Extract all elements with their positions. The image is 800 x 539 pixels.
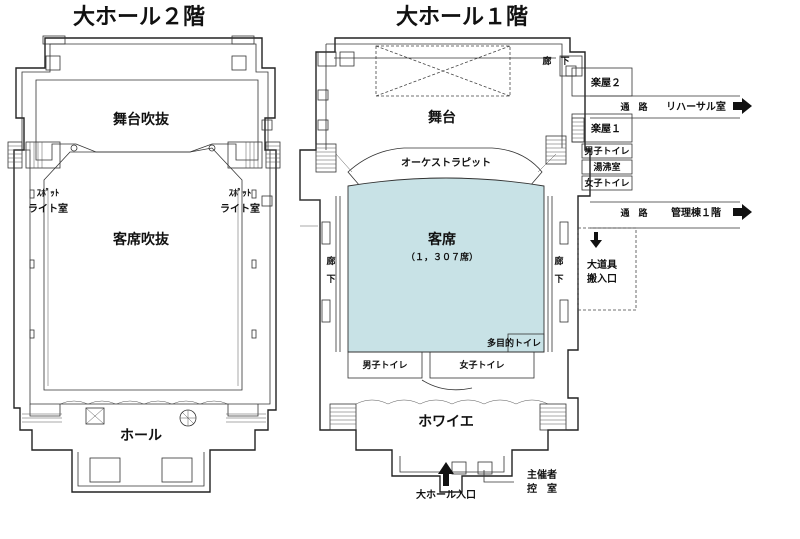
floor1-multi-toilet-label: 多目的トイレ: [487, 337, 541, 349]
floor1-rehearsal-room: リハーサル室: [666, 100, 726, 113]
floor2-spot-left-line1: ｽﾎﾟｯﾄ: [37, 187, 60, 199]
floor1-seat-count: （１，３０７席）: [406, 251, 478, 263]
floor1-dressing-2-label: 楽屋２: [590, 76, 621, 89]
floor2-spot-left-line2: ライト室: [28, 202, 68, 215]
floor2-stairs-bottom: [22, 413, 266, 423]
rehearsal-arrow: [733, 98, 752, 114]
floor2-spot-right-line2: ライト室: [220, 202, 260, 215]
floor1-womens-toilet-label: 女子トイレ: [459, 359, 504, 371]
props-entrance-arrow: [590, 232, 602, 248]
floor1-stairs-foyer-left: [329, 403, 357, 431]
floor2-seat-void-label: 客席吹抜: [112, 231, 170, 248]
floor1-corridor-top: 廊 下: [542, 55, 569, 67]
floor2-top-block-left: [42, 35, 66, 45]
floor2-top-block-right: [231, 35, 255, 45]
floor1-stairs-backstage: [571, 117, 585, 143]
floor2-pillar-tl: [45, 55, 61, 71]
floor1-title: 大ホール１階: [396, 4, 528, 30]
floor1-props-entrance-1: 大道具: [587, 258, 617, 271]
floor2-hall-label: ホール: [120, 428, 162, 444]
floor1-entrance-label: 大ホール入口: [416, 488, 476, 501]
floor1-passage-admin: 通 路: [620, 207, 648, 219]
floor1-admin-building: 管理棟１階: [671, 206, 721, 219]
floor1-props-entrance-2: 搬入口: [587, 272, 617, 285]
floor1-seating-area: [347, 177, 545, 353]
floor2-elevator: [85, 407, 105, 425]
floor1-stairs-right: [545, 135, 567, 165]
floor1-corridor-right-2: 下: [554, 274, 563, 285]
floor1-mens-toilet: [347, 351, 423, 379]
floor1-mens-toilet-label: 男子トイレ: [362, 360, 407, 371]
floor2-plan: 大ホール２階: [7, 4, 281, 493]
floor1-orchestra-pit-label: オーケストラピット: [401, 157, 491, 169]
floor1-stairs-left: [315, 143, 337, 173]
entrance-arrow: [438, 462, 454, 486]
floor1-passage-rehearsal: 通 路: [620, 101, 648, 113]
floor2-title: 大ホール２階: [73, 4, 205, 30]
floor1-corridor-left-2: 下: [326, 274, 335, 285]
floor2-side-columns: [29, 119, 273, 339]
admin-arrow: [733, 204, 752, 220]
floor1-corridor-right-1: 廊: [554, 255, 563, 267]
floor1-organizer-room-1: 主催者: [527, 468, 557, 481]
floor1-stage-lift: [375, 45, 511, 97]
floor2-seat-void-outline: [43, 147, 243, 391]
floor1-organizer-room-2: 控 室: [527, 482, 557, 495]
floor1-stairs-foyer-right: [539, 403, 567, 431]
floor1-seats-label: 客席: [427, 231, 456, 248]
floor1-multi-toilet: [507, 333, 545, 353]
floor2-outer-wall: [13, 37, 277, 493]
floor2-inner-wall: [21, 43, 271, 405]
floor1-womens-toilet: [429, 351, 535, 379]
floor2-hall-band: [29, 404, 259, 417]
floor1-kitchen-label: 湯沸室: [593, 161, 620, 173]
floor1-plan: 大ホール１階: [299, 4, 752, 501]
floor1-dressing-1-label: 楽屋１: [590, 122, 621, 135]
floor2-stairs-left: [7, 141, 61, 169]
floor2-stage-void-label: 舞台吹抜: [113, 111, 170, 128]
floor2-stairs-right: [227, 141, 281, 169]
floor1-mens-toilet-back-label: 男子トイレ: [584, 146, 629, 157]
floor1-stage-label: 舞台: [428, 109, 456, 126]
floor1-womens-toilet-back-label: 女子トイレ: [584, 177, 629, 189]
floor1-corridor-left-1: 廊: [326, 255, 335, 267]
floor2-spot-right-line1: ｽﾎﾟｯﾄ: [229, 187, 252, 199]
floor2-pillar-tr: [231, 55, 247, 71]
floor1-foyer-label: ホワイエ: [418, 414, 474, 430]
